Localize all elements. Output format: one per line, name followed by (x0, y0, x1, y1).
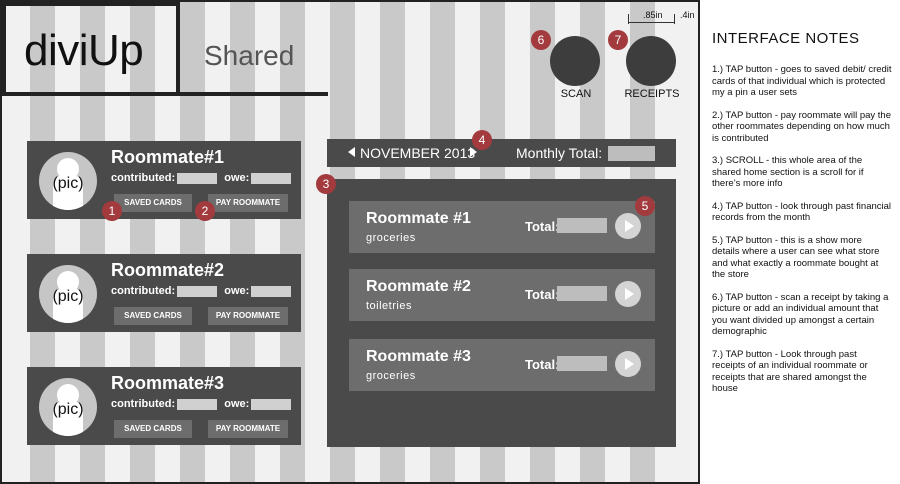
saved-cards-button[interactable]: SAVED CARDS (114, 420, 192, 438)
purchase-roommate: Roommate #2 (366, 278, 471, 295)
page-title: Shared (204, 40, 295, 71)
contributed-field (177, 285, 218, 297)
saved-cards-button[interactable]: SAVED CARDS (114, 194, 192, 212)
contributed-label: contributed: (111, 285, 176, 297)
roommate-card: (pic) Roommate#2 contributed: owe: SAVED… (27, 254, 301, 332)
interface-notes: INTERFACE NOTES 1.) TAP button - goes to… (712, 30, 892, 406)
play-icon[interactable] (615, 351, 641, 377)
avatar: (pic) (39, 152, 97, 210)
saved-cards-button[interactable]: SAVED CARDS (114, 307, 192, 325)
purchase-total-field (557, 218, 607, 233)
note-item: 1.) TAP button - goes to saved debit/ cr… (712, 64, 892, 98)
avatar-label: (pic) (52, 175, 84, 192)
dimension-label: .85in (643, 10, 663, 20)
avatar-body (53, 289, 83, 323)
contribution-row: contributed: owe: (111, 398, 295, 410)
purchase-roommate: Roommate #3 (366, 348, 471, 365)
receipts-label: RECEIPTS (624, 88, 680, 100)
owe-field (251, 398, 292, 410)
dimension-line (628, 22, 674, 23)
dimension-line (674, 14, 675, 24)
month-bar: NOVEMBER 2013 Monthly Total: (327, 139, 676, 167)
annotation-badge: 4 (472, 130, 492, 150)
notes-title: INTERFACE NOTES (712, 30, 860, 47)
header-divider (176, 2, 180, 96)
purchase-total-label: Total: (525, 219, 560, 234)
roommate-name: Roommate#2 (111, 260, 225, 280)
note-item: 5.) TAP button - this is a show more det… (712, 234, 880, 281)
contribution-row: contributed: owe: (111, 172, 295, 184)
note-item: 2.) TAP button - pay roommate will pay t… (712, 109, 892, 144)
owe-field (251, 285, 292, 297)
chevron-right-icon[interactable] (470, 147, 477, 157)
contributed-label: contributed: (111, 172, 176, 184)
purchase-total-field (557, 286, 607, 301)
pay-roommate-button[interactable]: PAY ROOMMATE (208, 194, 288, 212)
receipts-button[interactable] (626, 36, 676, 86)
chevron-left-icon[interactable] (348, 147, 355, 157)
pay-roommate-button[interactable]: PAY ROOMMATE (208, 420, 288, 438)
purchase-total-label: Total: (525, 357, 560, 372)
annotation-badge: 5 (635, 196, 655, 216)
monthly-total-field (608, 146, 655, 161)
avatar-label: (pic) (52, 401, 84, 418)
roommate-card: (pic) Roommate#3 contributed: owe: SAVED… (27, 367, 301, 445)
dimension-line (628, 14, 629, 24)
avatar: (pic) (39, 265, 97, 323)
purchase-item: Roommate #1 groceries Total: (349, 201, 655, 253)
purchase-item: Roommate #2 toiletries Total: (349, 269, 655, 321)
owe-label: owe: (224, 172, 250, 184)
monthly-total-label: Monthly Total: (516, 145, 603, 161)
dimension-label: .4in (680, 10, 695, 20)
annotation-badge: 3 (316, 174, 336, 194)
annotation-badge: 7 (608, 30, 628, 50)
contributed-field (177, 172, 218, 184)
purchase-total-label: Total: (525, 287, 560, 302)
roommate-name: Roommate#3 (111, 373, 225, 393)
avatar: (pic) (39, 378, 97, 436)
play-icon[interactable] (615, 213, 641, 239)
purchases-scroll-area[interactable]: Roommate #1 groceries Total: Roommate #2… (327, 179, 676, 447)
app-wireframe: diviUp Shared .85in .4in SCAN RECEIPTS (… (0, 0, 700, 484)
month-label[interactable]: NOVEMBER 2013 (360, 145, 476, 161)
header-divider (2, 92, 328, 96)
purchase-roommate: Roommate #1 (366, 210, 471, 227)
purchase-total-field (557, 356, 607, 371)
avatar-head (57, 158, 79, 180)
app-logo: diviUp (24, 26, 144, 75)
owe-field (251, 172, 292, 184)
purchase-category: groceries (366, 370, 416, 382)
note-item: 6.) TAP button - scan a receipt by takin… (712, 291, 889, 338)
purchase-category: groceries (366, 232, 416, 244)
roommate-name: Roommate#1 (111, 147, 225, 167)
contribution-row: contributed: owe: (111, 285, 295, 297)
avatar-body (53, 176, 83, 210)
scan-button[interactable] (550, 36, 600, 86)
avatar-head (57, 384, 79, 406)
play-icon[interactable] (615, 281, 641, 307)
annotation-badge: 2 (195, 201, 215, 221)
note-item: 4.) TAP button - look through past finan… (712, 200, 892, 224)
pay-roommate-button[interactable]: PAY ROOMMATE (208, 307, 288, 325)
contributed-field (177, 398, 218, 410)
avatar-body (53, 402, 83, 436)
avatar-head (57, 271, 79, 293)
header-divider (2, 2, 180, 6)
purchase-item: Roommate #3 groceries Total: (349, 339, 655, 391)
scan-label: SCAN (560, 88, 592, 100)
header-divider (2, 2, 6, 96)
note-item: 3.) SCROLL - this whole area of the shar… (712, 155, 864, 189)
annotation-badge: 6 (531, 30, 551, 50)
note-item: 7.) TAP button - Look through past recei… (712, 348, 868, 395)
avatar-label: (pic) (52, 288, 84, 305)
contributed-label: contributed: (111, 398, 176, 410)
roommate-card: (pic) Roommate#1 contributed: owe: SAVED… (27, 141, 301, 219)
annotation-badge: 1 (102, 201, 122, 221)
owe-label: owe: (224, 398, 250, 410)
purchase-category: toiletries (366, 300, 412, 312)
owe-label: owe: (224, 285, 250, 297)
